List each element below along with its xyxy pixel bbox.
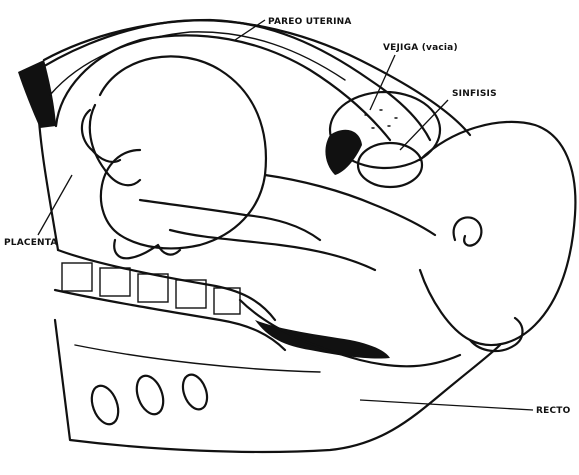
label-bladder: VEJIGA (vacia) xyxy=(383,43,458,53)
fetus-ear xyxy=(454,217,482,245)
fetus-shoulder xyxy=(265,175,435,235)
symphysis-bone xyxy=(358,143,422,187)
bladder-stipple xyxy=(365,110,397,128)
fetus-face xyxy=(470,318,523,351)
fetus-legs xyxy=(90,105,140,235)
label-rectum: RECTO xyxy=(536,406,571,416)
fetus-head xyxy=(420,122,575,345)
spine-outline xyxy=(55,250,285,350)
leader-rectum xyxy=(360,400,533,410)
vertebra xyxy=(100,268,130,296)
vertebrae xyxy=(62,263,240,314)
fetus-arm xyxy=(170,230,375,270)
pelvic-bone xyxy=(132,372,168,418)
symphysis-shadow xyxy=(325,130,362,175)
fetus-foot-upper xyxy=(82,110,120,162)
fetus-thigh xyxy=(140,200,320,240)
pelvic-bone xyxy=(87,382,123,428)
vertebra xyxy=(138,274,168,302)
label-placenta: PLACENTA xyxy=(4,238,58,248)
pelvic-bone xyxy=(179,371,212,412)
vertebra xyxy=(62,263,92,291)
label-symphysis: SINFISIS xyxy=(452,89,497,99)
label-uterine-wall: PAREO UTERINA xyxy=(268,17,352,27)
pelvic-bones xyxy=(87,371,212,428)
